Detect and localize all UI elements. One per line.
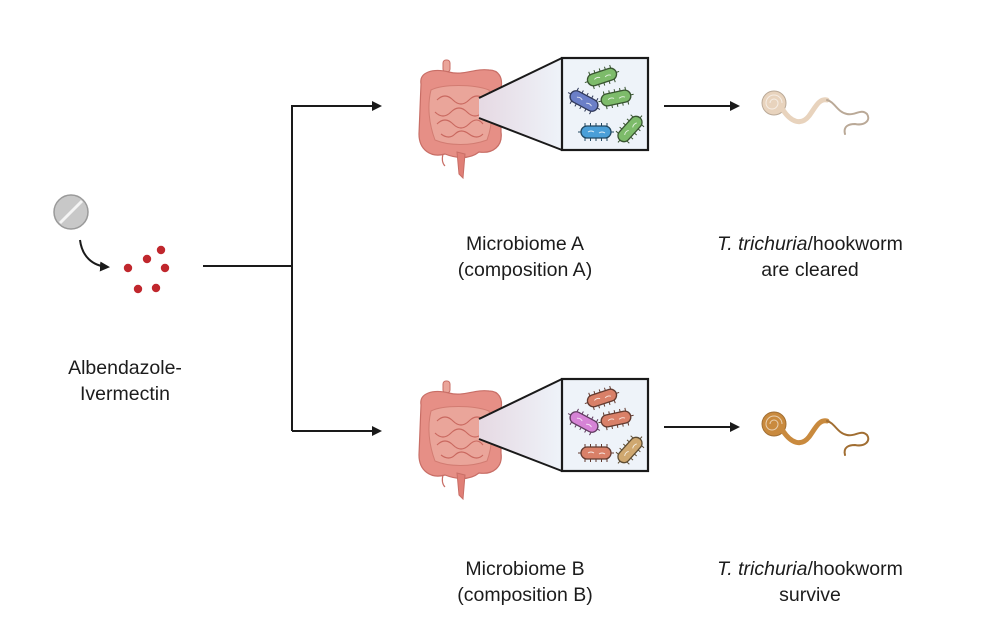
outcome-b-label: T. trichuria/hookworm survive	[670, 556, 950, 608]
outcome-a-result: are cleared	[761, 259, 859, 281]
outcome-b-result: survive	[779, 584, 841, 606]
outcome-a-line1: T. trichuria/hookworm	[670, 231, 950, 257]
bacterium-icon	[584, 385, 620, 411]
drug-label-line2: Ivermectin	[80, 383, 170, 405]
worm-icon	[761, 90, 870, 135]
drug-label-line1: Albendazole-	[68, 357, 182, 379]
bacterium-icon	[598, 407, 634, 431]
zoom-cone-edge	[478, 57, 563, 99]
zoom-cone-edge	[478, 117, 563, 151]
species-name: T. trichuria	[717, 558, 808, 580]
bacterium-icon	[578, 123, 614, 141]
microbiome-a-name: Microbiome A	[465, 233, 585, 255]
zoom-cone	[479, 379, 562, 471]
dissolve-arrow	[79, 239, 110, 272]
bacterium-icon	[567, 87, 601, 115]
zoom-cone	[479, 58, 562, 150]
branch-a	[418, 56, 870, 180]
branch-b	[418, 377, 870, 501]
worm-icon	[761, 411, 870, 456]
zoom-cone-edge	[478, 438, 563, 472]
outcome-a-label: T. trichuria/hookworm are cleared	[670, 231, 950, 283]
drug-particle	[133, 284, 143, 294]
drug-particle	[123, 263, 133, 273]
microbiome-a-composition: (composition A)	[457, 259, 593, 281]
microbiome-b-composition: (composition B)	[457, 584, 593, 606]
intestine-icon	[418, 59, 503, 180]
microbiome-b-label: Microbiome B (composition B)	[420, 556, 630, 608]
bacterium-icon	[615, 435, 645, 465]
species-suffix: /hookworm	[807, 233, 903, 255]
bacterium-icon	[584, 64, 620, 90]
intestine-icon	[418, 380, 503, 501]
species-suffix: /hookworm	[807, 558, 903, 580]
drug-label: Albendazole- Ivermectin	[40, 355, 210, 407]
outcome-b-line1: T. trichuria/hookworm	[670, 556, 950, 582]
drug-particle	[160, 263, 170, 273]
drug-particle	[142, 254, 152, 264]
bacterium-icon	[615, 114, 645, 144]
bacterium-icon	[578, 444, 614, 462]
microbiome-b-name: Microbiome B	[465, 558, 585, 580]
bacterium-icon	[567, 408, 601, 436]
zoom-cone-edge	[478, 378, 563, 420]
bacterium-icon	[598, 86, 634, 110]
microbiome-a-label: Microbiome A (composition A)	[420, 231, 630, 283]
drug-particles-icon	[123, 245, 170, 294]
pill-icon	[53, 194, 89, 230]
drug-particle	[151, 283, 161, 293]
drug-particle	[156, 245, 166, 255]
species-name: T. trichuria	[717, 233, 808, 255]
